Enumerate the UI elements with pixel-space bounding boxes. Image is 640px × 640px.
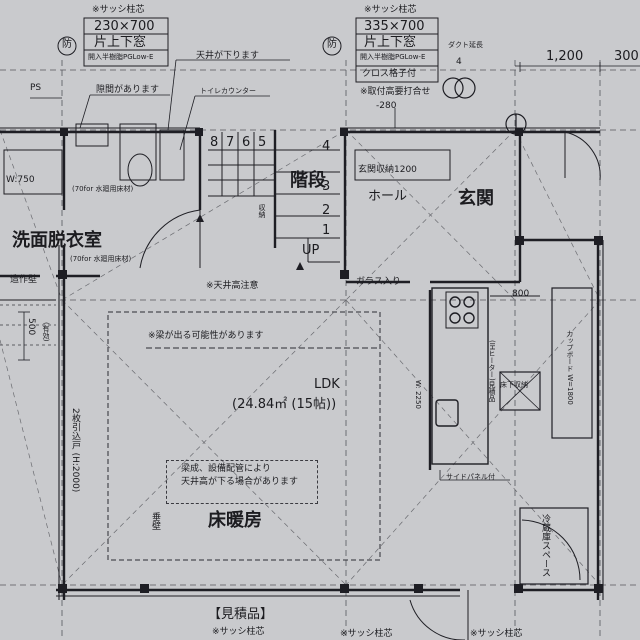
up-label: UP: [302, 243, 320, 258]
kitchen-counter: [431, 287, 540, 465]
walls: [0, 130, 600, 600]
w2250-label: W: 2250: [414, 380, 422, 409]
fridge-space-label: 冷蔵庫スペース: [540, 514, 550, 577]
ldk-area: (24.84㎡ (15帖)): [232, 397, 337, 412]
left-window-glass: 開入半樹脂PGLow-E: [88, 53, 154, 61]
dim-1200: 1,200: [546, 49, 584, 64]
right-window-type: 片上下窓: [364, 35, 417, 50]
room-stairs: 階段: [290, 170, 326, 191]
ceiling-warning-line-2: 天井高が下る場合があります: [181, 477, 299, 487]
left-sash-header: ※サッシ柱芯: [92, 5, 145, 15]
stair-step-5: 5: [258, 135, 267, 150]
ceiling-warning-line-1: 梁成、設備配管により: [181, 464, 271, 474]
grid-lines: [0, 60, 640, 640]
stair-step-1: 1: [322, 223, 331, 238]
leader-lines: [30, 59, 510, 481]
left-fire-mark: 防: [62, 39, 72, 50]
stair-step-4: 4: [322, 139, 331, 154]
left-window-size: 230×700: [94, 19, 155, 34]
kitchen-detail-label: (IHヒーター)見積品: [488, 340, 496, 402]
gap-note: 隙間があります: [96, 85, 160, 95]
duct-label: ダクト延長: [448, 41, 483, 49]
right-window-glass: 開入半樹脂PGLow-E: [360, 53, 426, 61]
floor-heating-area: [107, 311, 381, 561]
beam-note: ※梁が出る可能性があります: [148, 331, 264, 341]
dim-280: -280: [376, 101, 397, 111]
stair-step-8: 8: [210, 135, 219, 150]
dim-500: 500: [26, 318, 36, 336]
posts: [58, 128, 603, 593]
arrows: [196, 214, 304, 270]
zousakuheki-label: 造作壁: [10, 275, 38, 285]
window-tags: [57, 17, 439, 83]
double-walls: [0, 127, 604, 600]
bottom-estimate-header: 【見積品】: [208, 607, 274, 622]
fridge-space: [519, 507, 589, 585]
sliding-door-label: 2枚引込戸 (H:2000): [70, 408, 80, 493]
floor-heating-label: 床暖房: [208, 510, 262, 531]
wash-fixtures: [3, 123, 185, 195]
side-panel-note: サイドパネル付: [446, 473, 495, 481]
ceiling-warning-box: 梁成、設備配管により 天井高が下る場合があります: [166, 460, 318, 504]
ps-label: PS: [30, 83, 42, 93]
stair-step-2: 2: [322, 203, 331, 218]
right-fire-mark: 防: [327, 39, 337, 50]
diagonal-lines: [0, 129, 601, 586]
ceiling-drop-note: 天井が下ります: [196, 51, 260, 61]
stair-step-7: 7: [226, 135, 235, 150]
toilet-counter-note: トイレカウンター: [200, 87, 256, 95]
cupboard-label: カップボード W=1800: [566, 330, 574, 405]
right-window-grid: クロス格子付: [362, 69, 417, 79]
bottom-sash-2: ※サッシ柱芯: [340, 629, 393, 639]
floor-storage-label: 床下収納: [500, 381, 528, 389]
room-washroom: 洗面脱衣室: [12, 230, 102, 251]
dim-300: 300: [614, 49, 639, 64]
stair-step-3: 3: [322, 179, 331, 194]
duct-symbol: [442, 77, 527, 135]
cupboard: [551, 287, 593, 439]
w750-label: W:750: [6, 175, 35, 185]
hangi-label: 垂壁: [150, 512, 160, 530]
entrance-storage-box: [354, 149, 451, 181]
glass-in-note: ガラス入り: [356, 277, 401, 287]
right-sash-header: ※サッシ柱芯: [364, 5, 417, 15]
ceiling-height-note: ※天井高注意: [206, 281, 259, 291]
bottom-sash-1: ※サッシ柱芯: [212, 627, 265, 637]
meeting-note: ※取付高要打合せ: [360, 87, 431, 97]
room-ldk: LDK: [314, 377, 340, 392]
room-entrance: 玄関: [458, 188, 494, 209]
washroom-floor-note: (70for 水廻用床材): [70, 255, 132, 263]
stair-step-6: 6: [242, 135, 251, 150]
entrance-storage-label: 玄関収納1200: [358, 165, 417, 175]
toilet-floor-note: (70for 水廻用床材): [72, 185, 134, 193]
left-window-type: 片上下窓: [94, 35, 147, 50]
room-hall: ホール: [368, 189, 408, 204]
dim-500-sub: (有効): [42, 322, 50, 342]
right-window-size: 335×700: [364, 19, 425, 34]
stair-treads: [208, 132, 340, 263]
floor-storage: [499, 371, 541, 411]
duct-number: 4: [456, 57, 462, 67]
bottom-sash-3: ※サッシ柱芯: [470, 629, 523, 639]
dim-800: 800: [512, 289, 530, 299]
storage-label: 収納: [258, 204, 266, 218]
